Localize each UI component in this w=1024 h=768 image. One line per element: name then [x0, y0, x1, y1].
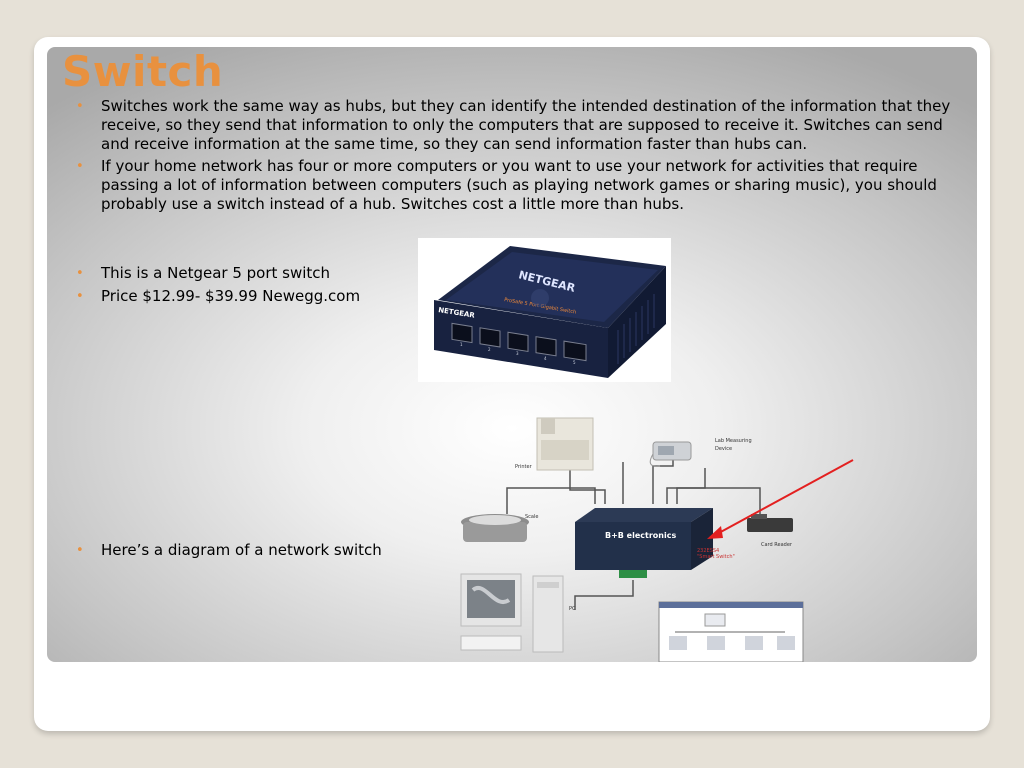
diagram-illustration: Printer Lab Measuring Device Scale B+B e…	[460, 417, 854, 663]
scale-icon	[461, 514, 529, 542]
bullet-diagram-caption: Here’s a diagram of a network switch	[76, 541, 421, 560]
netgear-switch-photo: NETGEAR ProSafe 5 Port Gigabit Switch NE…	[418, 238, 671, 382]
port-number: 1	[460, 342, 463, 347]
port-number: 5	[573, 360, 576, 365]
label-callout-1: 232ESS4	[697, 548, 719, 554]
pc-icon	[460, 573, 564, 653]
red-arrow-line	[716, 459, 854, 535]
lab-device-icon	[649, 441, 692, 467]
red-arrow-head	[707, 526, 723, 539]
watermark-logo	[531, 289, 549, 307]
netgear-switch-illustration: NETGEAR ProSafe 5 Port Gigabit Switch NE…	[434, 246, 666, 378]
network-switch-diagram: Printer Lab Measuring Device Scale B+B e…	[455, 410, 865, 663]
bullet-price: Price $12.99- $39.99 Newegg.com	[76, 287, 401, 306]
slide-title: Switch	[62, 47, 224, 96]
smart-switch-icon	[575, 508, 713, 578]
port-number: 3	[516, 351, 519, 356]
label-card-reader: Card Reader	[761, 542, 793, 548]
bullet-netgear-switch: This is a Netgear 5 port switch	[76, 264, 401, 283]
label-printer: Printer	[515, 464, 533, 470]
port-number: 2	[488, 347, 491, 352]
bullet-home-network-advice: If your home network has four or more co…	[76, 157, 961, 214]
label-brand: B+B electronics	[605, 531, 676, 540]
label-lab-device-2: Device	[715, 446, 732, 452]
label-scale: Scale	[525, 514, 538, 520]
port-number: 4	[544, 356, 547, 361]
software-screenshot-thumbnail	[658, 601, 804, 663]
label-callout-2: "Smart Switch"	[697, 554, 735, 560]
label-lab-device-1: Lab Measuring	[715, 438, 752, 444]
label-pc: PC	[569, 606, 576, 612]
printer-icon	[536, 417, 594, 471]
bullet-switch-description: Switches work the same way as hubs, but …	[76, 97, 961, 154]
card-reader-icon	[747, 514, 793, 532]
